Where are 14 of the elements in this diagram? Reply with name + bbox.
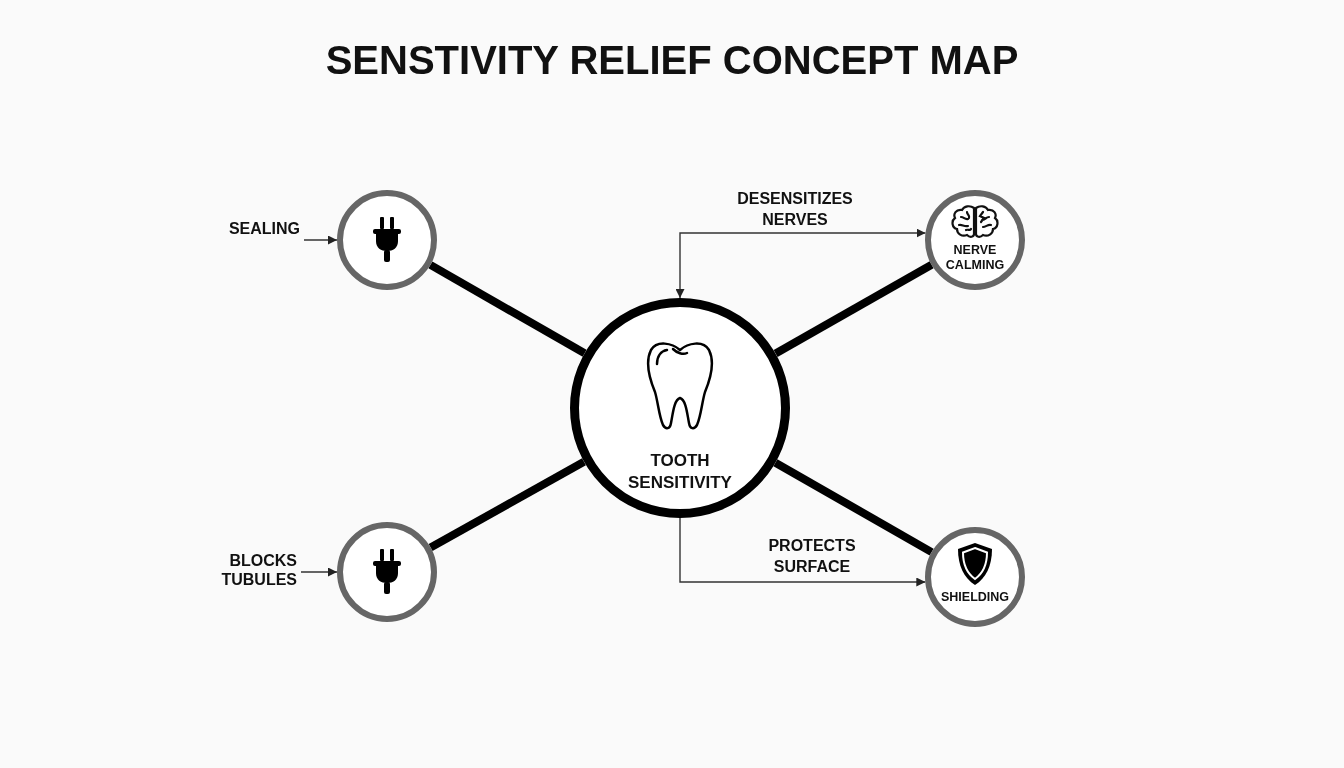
concept-name: TOOTH SENSITIVITY — [627, 450, 733, 494]
connector-line — [428, 261, 587, 357]
concept-name: SHIELDING — [940, 590, 1010, 605]
connector-line — [773, 261, 934, 358]
arrow — [679, 517, 926, 587]
arrow — [675, 228, 927, 299]
concept-name: NERVE CALMING — [944, 243, 1006, 273]
diagram-title: SENSTIVITY RELIEF CONCEPT MAP — [324, 38, 1020, 83]
concept-label: SEALING — [200, 219, 300, 238]
arrow — [303, 235, 338, 245]
connector-line — [773, 459, 934, 556]
arrow — [300, 567, 338, 577]
concept-label: BLOCKS TUBULES — [180, 551, 297, 589]
connector-line — [428, 458, 586, 552]
